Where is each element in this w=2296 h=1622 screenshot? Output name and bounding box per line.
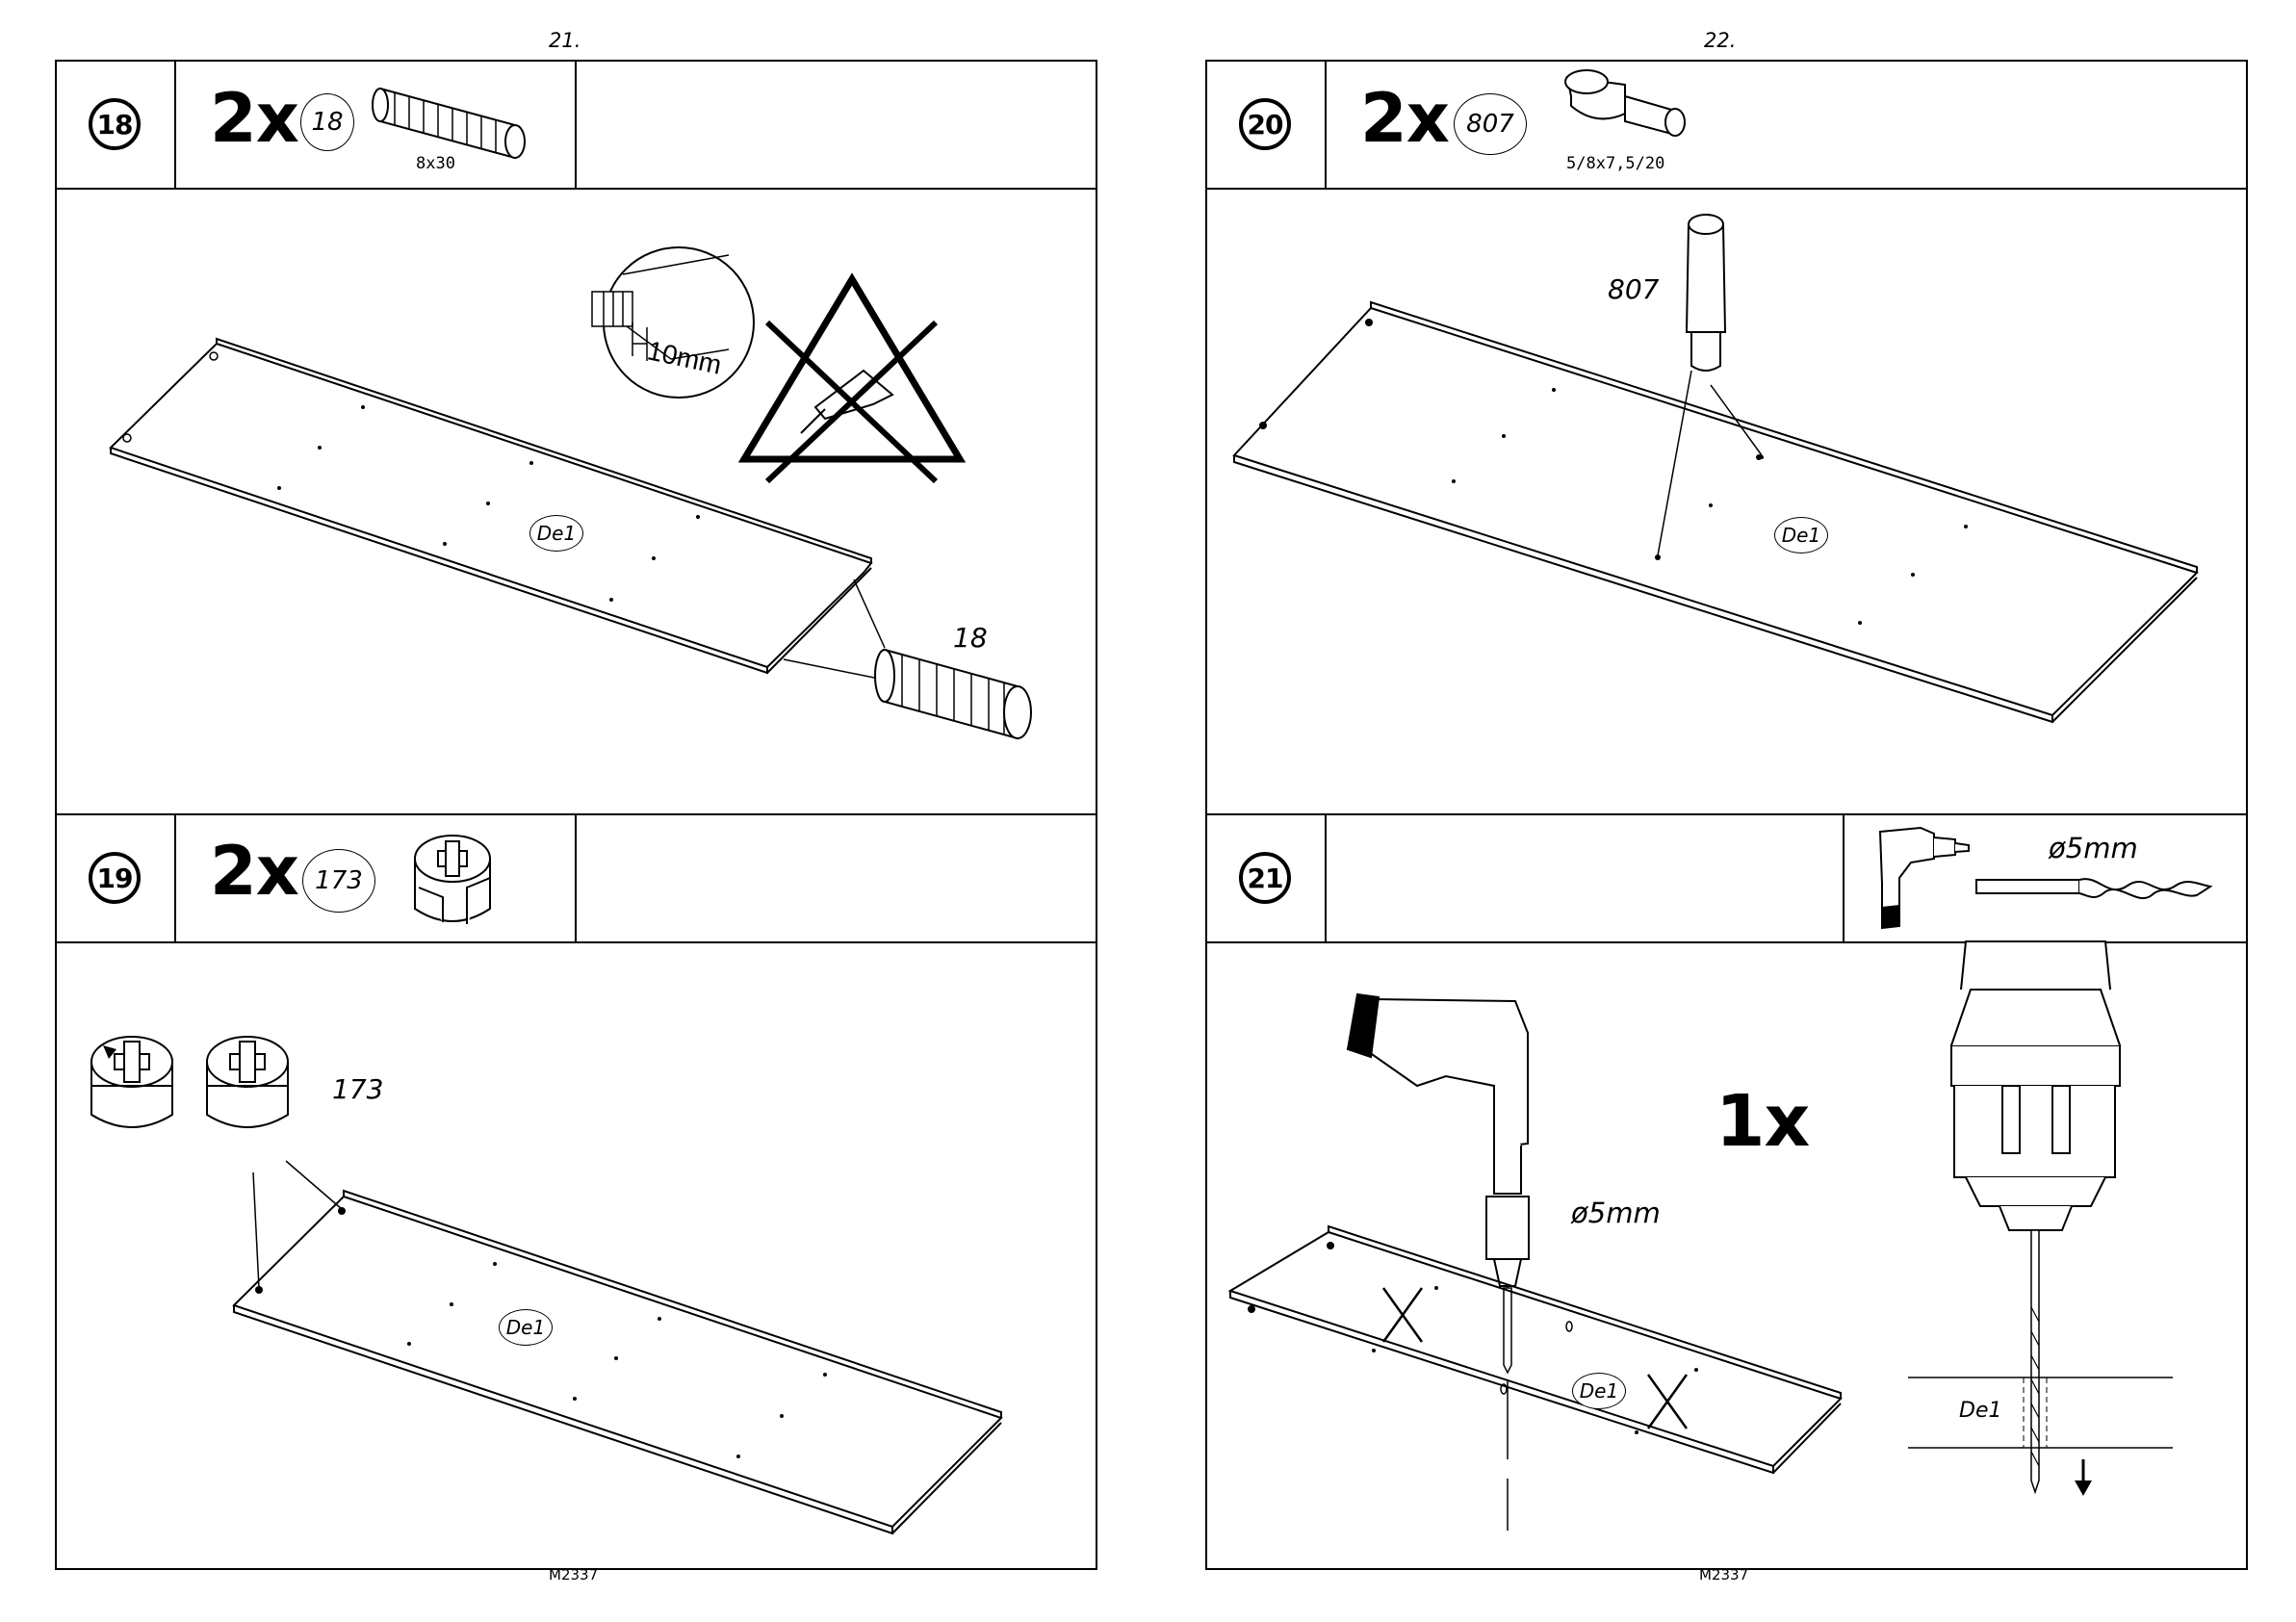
panel-label: De1 [1774,517,1828,554]
divider [174,60,176,188]
cordless-drill-icon [1872,820,1978,936]
divider [575,60,577,188]
part-id-oval: 173 [302,849,375,913]
step-number-badge: 20 [1239,98,1291,150]
part-size-label: 8x30 [416,154,455,173]
divider [1325,813,1327,941]
wooden-dowel-icon [371,69,544,166]
page-number: 22. [1704,29,1736,52]
step-number-badge: 18 [89,98,141,150]
down-arrow-icon [2075,1459,2092,1496]
callout-label: 173 [332,1073,383,1105]
step-18-illustration [55,188,1097,813]
step-number-badge: 21 [1239,852,1291,904]
drill-size-label: ø5mm [1571,1197,1661,1229]
step-19-illustration [55,941,1097,1567]
part-id-oval: 807 [1454,93,1527,155]
document-code: M2337 [549,1566,598,1583]
tool-drill-size: ø5mm [2049,832,2138,864]
document-code: M2337 [1699,1566,1748,1583]
divider [1205,813,2248,815]
step-number-badge: 19 [89,852,141,904]
section-panel-label: De1 [1959,1399,2001,1423]
cam-lock-icon [409,830,525,936]
quantity-label: 2x [210,837,298,905]
quantity-label: 2x [1360,85,1449,152]
divider [174,813,176,941]
drill-bit-icon [1974,872,2214,911]
callout-label: 807 [1608,273,1659,305]
step-21-illustration [1205,941,2248,1567]
shelf-pin-icon [1560,67,1714,149]
callout-label: 18 [953,622,988,654]
divider [575,813,577,941]
panel-label: De1 [499,1309,553,1346]
panel-label: De1 [529,515,583,552]
divider [1843,813,1845,941]
step-20-illustration [1205,188,2248,813]
panel-label: De1 [1572,1373,1626,1409]
quantity-label: 2x [210,85,298,152]
no-hammer-warning-icon [744,279,960,481]
part-id-oval: 18 [300,93,354,151]
quantity-label: 1x [1716,1086,1809,1157]
part-size-label: 5/8x7,5/20 [1566,154,1664,173]
page-number: 21. [549,29,580,52]
divider [1325,60,1327,188]
